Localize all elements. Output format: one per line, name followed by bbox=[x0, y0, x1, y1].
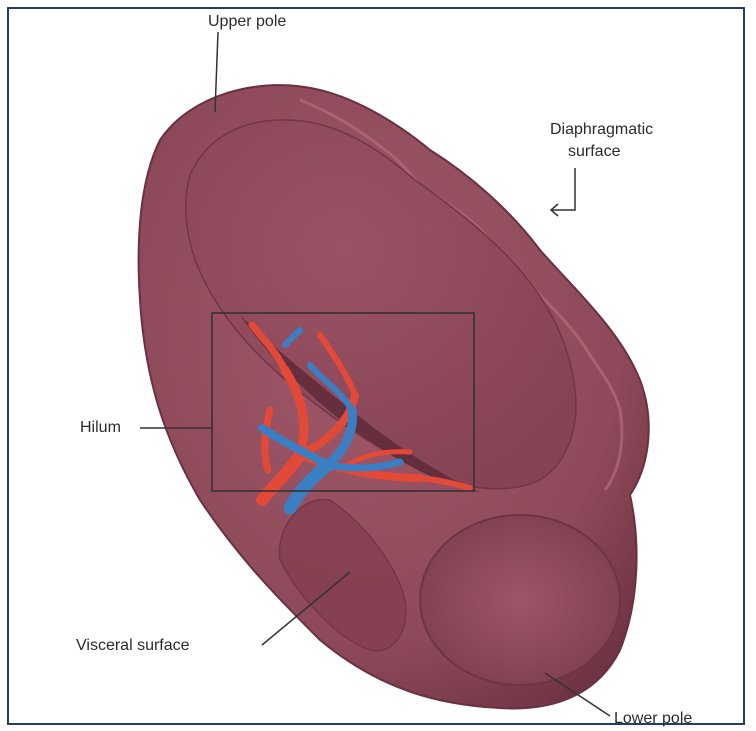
lower-pole-label: Lower pole bbox=[614, 709, 692, 728]
diaphragmatic-leader bbox=[552, 168, 575, 210]
visceral-surface-label: Visceral surface bbox=[76, 636, 190, 655]
diaphragmatic-label-line1: Diaphragmatic bbox=[550, 120, 653, 139]
diaphragmatic-label-line2: surface bbox=[568, 142, 620, 161]
upper-pole-label: Upper pole bbox=[208, 12, 286, 31]
hilum-label: Hilum bbox=[80, 418, 121, 437]
lower-pole-impression bbox=[420, 515, 620, 685]
